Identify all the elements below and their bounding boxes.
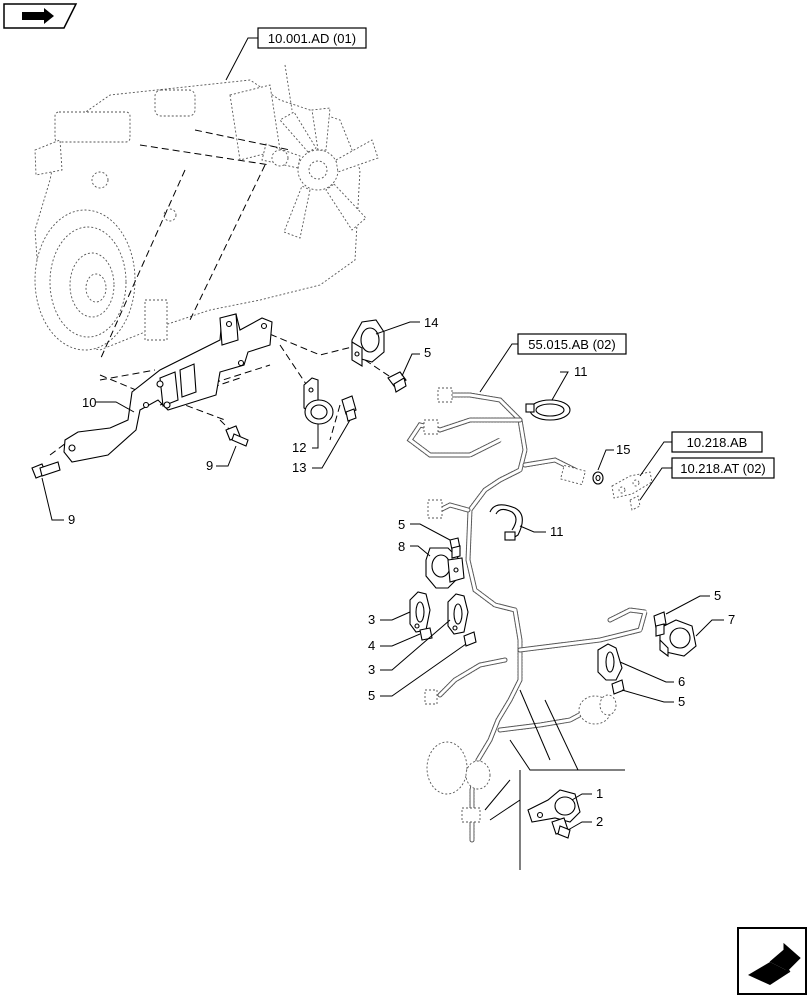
cable-tie-11-b: [489, 504, 523, 541]
bolt-5-a: [387, 371, 407, 393]
callout-8: 8: [398, 539, 405, 554]
bolt-9-a: [31, 461, 61, 479]
engine-outline: [34, 64, 361, 351]
reference-leader: [225, 37, 258, 81]
washer-15: [592, 471, 604, 485]
nut-4: [419, 627, 433, 641]
page-back-icon[interactable]: [3, 3, 78, 29]
reference-label: 10.218.AB: [687, 435, 748, 450]
callout-5: 5: [714, 588, 721, 603]
callout-1: 1: [596, 786, 603, 801]
callout-3: 3: [368, 662, 375, 677]
callout-14: 14: [424, 315, 438, 330]
callout-2: 2: [596, 814, 603, 829]
callout-5: 5: [424, 345, 431, 360]
cable-tie-11-a: [525, 399, 571, 421]
callout-4: 4: [368, 638, 375, 653]
page-forward-icon[interactable]: [737, 927, 807, 995]
callout-3: 3: [368, 612, 375, 627]
callout-12: 12: [292, 440, 306, 455]
reference-label: 10.001.AD (01): [268, 31, 356, 46]
fan-outline: [261, 107, 379, 239]
callout-11: 11: [574, 364, 588, 379]
callout-5: 5: [398, 517, 405, 532]
callout-9: 9: [68, 512, 75, 527]
callout-13: 13: [292, 460, 306, 475]
clamp-14: [351, 319, 385, 367]
callout-15: 15: [616, 442, 630, 457]
reference-box-10-218-ab[interactable]: 10.218.AB: [671, 431, 763, 453]
harness-bracket-lines: [484, 689, 625, 870]
clamp-12-13: [303, 377, 357, 425]
callout-leaders: [41, 321, 724, 831]
clamp-3-a: [409, 591, 431, 633]
bolt-9-b: [225, 425, 249, 447]
reference-box-10-218-at-02[interactable]: 10.218.AT (02): [671, 457, 775, 479]
reference-box-55-015-ab-02[interactable]: 55.015.AB (02): [517, 333, 627, 355]
reference-leader: [639, 441, 672, 477]
clamp-7: [653, 611, 697, 658]
callout-5: 5: [678, 694, 685, 709]
reference-label: 55.015.AB (02): [528, 337, 615, 352]
callout-11: 11: [550, 524, 564, 539]
reference-label: 10.218.AT (02): [680, 461, 766, 476]
clamp-3-b: [447, 593, 469, 635]
bolt-5-c: [463, 631, 477, 647]
reference-leader: [639, 467, 672, 501]
callout-10: 10: [82, 395, 96, 410]
wiring-harness: [406, 387, 649, 843]
callout-9: 9: [206, 458, 213, 473]
bracket-10: [63, 313, 273, 463]
reference-leader: [479, 343, 518, 393]
clamp-6: [597, 643, 625, 695]
clamp-8: [425, 537, 465, 589]
relay-bracket: [611, 471, 653, 511]
callout-7: 7: [728, 612, 735, 627]
bolt-2: [551, 817, 571, 839]
callout-6: 6: [678, 674, 685, 689]
callout-5: 5: [368, 688, 375, 703]
reference-box-10-001-ad-01[interactable]: 10.001.AD (01): [257, 27, 367, 49]
clamp-1: [527, 789, 581, 823]
